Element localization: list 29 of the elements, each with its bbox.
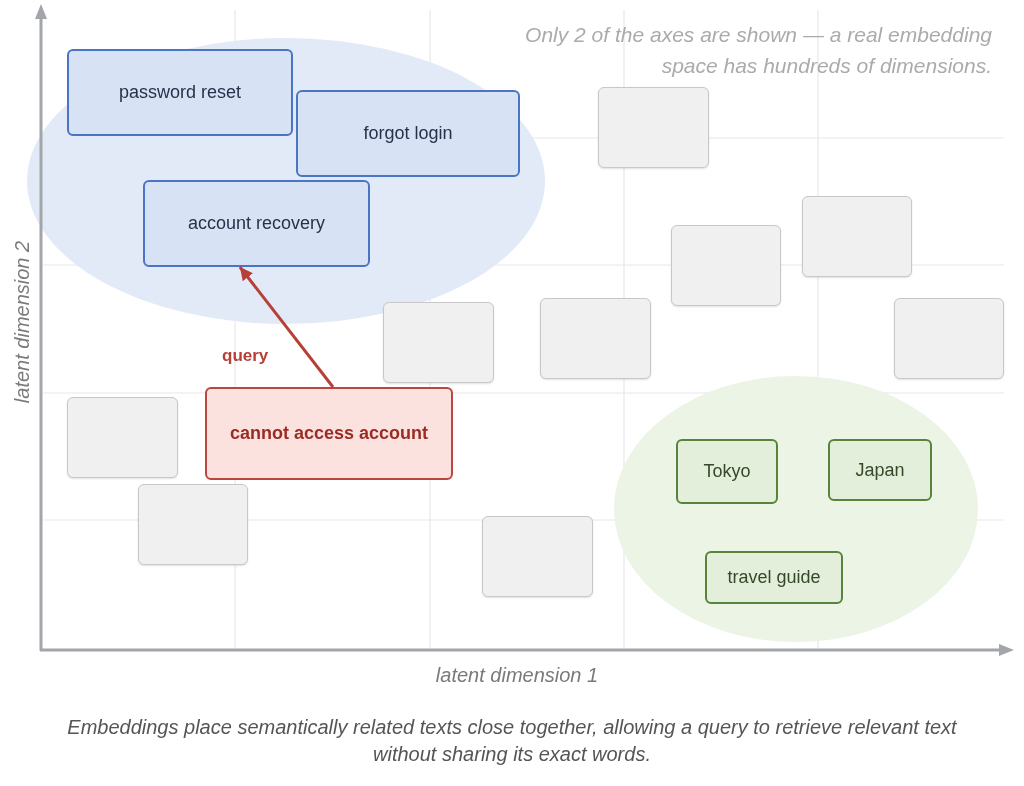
axis-label: latent dimension 2 xyxy=(10,240,34,404)
empty-card xyxy=(383,302,494,383)
card-label: Japan xyxy=(855,459,905,481)
document-card xyxy=(828,439,932,501)
document-card xyxy=(296,90,520,177)
axis-label: latent dimension 1 xyxy=(435,663,599,687)
document-card xyxy=(143,180,370,267)
empty-card xyxy=(598,87,709,168)
empty-card xyxy=(540,298,651,379)
card-label: Tokyo xyxy=(703,461,751,482)
card-label: account recovery xyxy=(187,213,326,234)
card-label: travel guide xyxy=(727,567,821,588)
query-card xyxy=(205,387,453,480)
document-card xyxy=(705,551,843,604)
document-card xyxy=(676,439,778,504)
arrow xyxy=(238,266,335,388)
empty-card xyxy=(138,484,248,565)
empty-card xyxy=(482,516,593,597)
empty-card xyxy=(802,196,912,277)
caption: Embeddings place semantically related texts close together, allowing a query to retrieve relevant text without sharing its exact words. xyxy=(66,715,958,767)
card-label: forgot login xyxy=(363,123,453,144)
card-label: cannot access account xyxy=(229,423,429,444)
empty-card xyxy=(67,397,178,478)
edge-label: query xyxy=(222,346,269,366)
document-card xyxy=(67,49,293,136)
empty-card xyxy=(671,225,781,306)
note-text: Only 2 of the axes are shown — a real embedding space has hundreds of dimensions. xyxy=(524,22,992,79)
card-label: password reset xyxy=(118,82,242,103)
empty-card xyxy=(894,298,1004,379)
